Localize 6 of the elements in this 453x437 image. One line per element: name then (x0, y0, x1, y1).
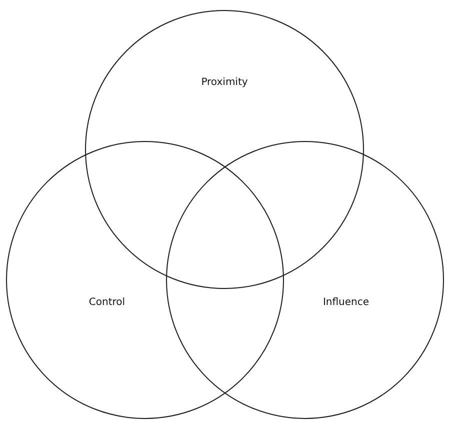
venn-circle (166, 140, 444, 418)
venn-circle (85, 10, 364, 288)
circle-label: Influence (322, 297, 370, 309)
venn-circle (6, 140, 284, 418)
circle-label: Control (88, 297, 126, 309)
circle-label: Proximity (201, 77, 248, 89)
